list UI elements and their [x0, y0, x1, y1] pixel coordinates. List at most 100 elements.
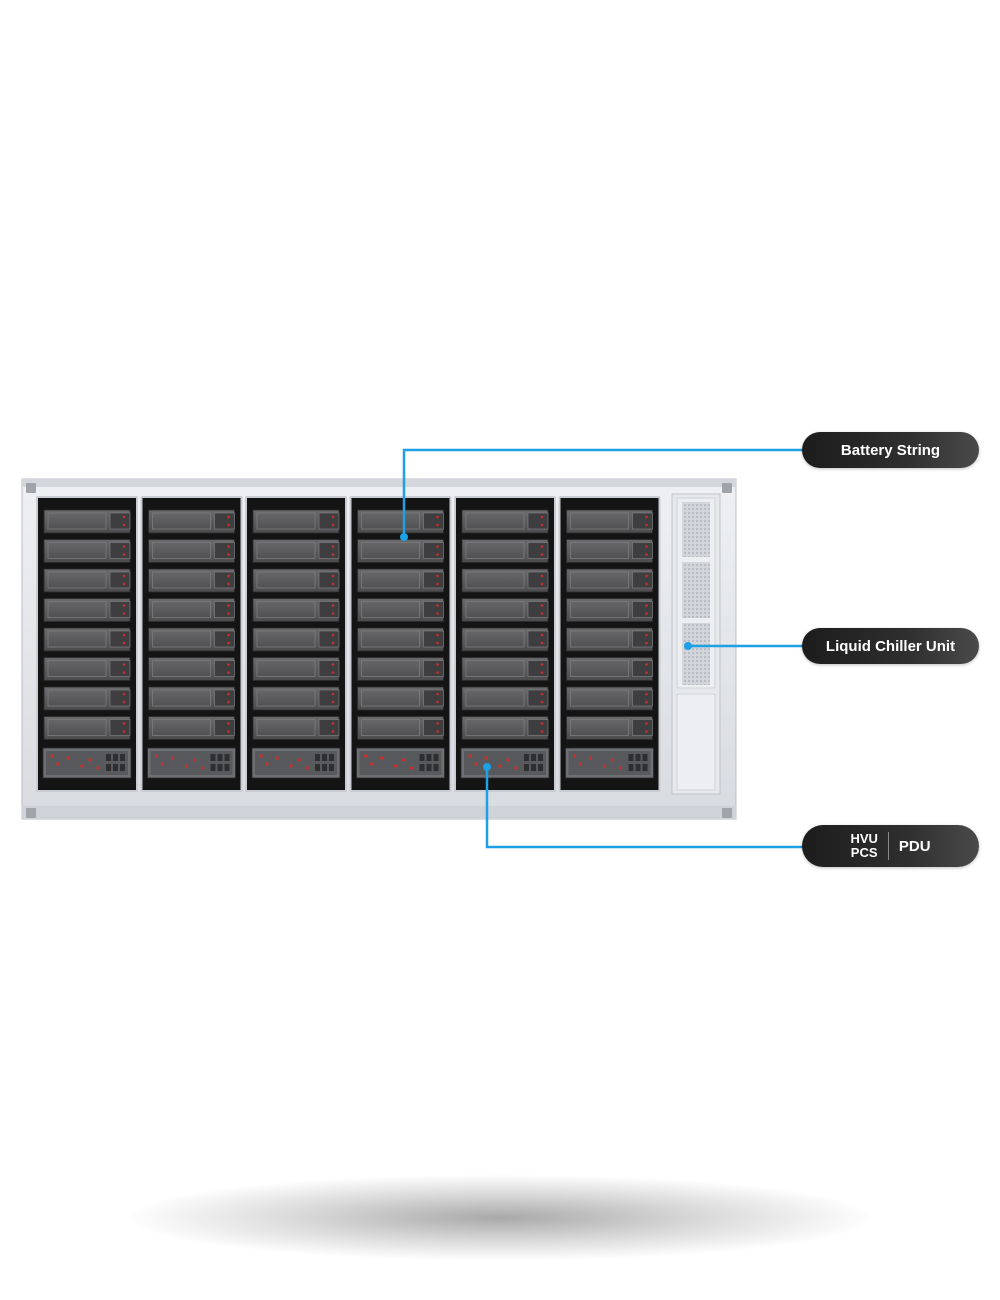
pdu-dot [483, 763, 491, 771]
module-panel [152, 630, 211, 648]
module-panel [152, 719, 211, 736]
battery-module [357, 598, 444, 622]
pdu-terminal [578, 762, 583, 766]
pdu-terminal [170, 756, 175, 760]
module-connector [423, 660, 444, 677]
module-panel [256, 719, 316, 736]
pdu-terminal [498, 764, 502, 768]
pdu-breaker [224, 754, 230, 761]
pdu-unit [147, 747, 236, 779]
module-terminal [645, 641, 648, 645]
pdu-breaker [224, 764, 230, 771]
module-panel [361, 630, 420, 648]
battery-module [43, 716, 131, 740]
module-terminal [227, 692, 230, 696]
pdu-terminal [393, 764, 398, 768]
pdu-terminal [305, 766, 309, 770]
battery-module [357, 716, 444, 740]
module-connector [214, 601, 235, 618]
pdu-callout: HVU PCS PDU [802, 825, 979, 867]
battery-string-dot [400, 533, 408, 541]
hvu-label: HVU [850, 831, 878, 846]
module-terminal [331, 671, 335, 674]
module-panel [570, 571, 629, 589]
battery-module [461, 716, 549, 740]
pdu-breaker [120, 754, 125, 761]
module-terminal [645, 692, 648, 696]
module-connector [632, 630, 653, 648]
module-connector [423, 542, 444, 559]
module-panel [465, 689, 525, 707]
module-connector [423, 719, 444, 736]
module-connector [423, 601, 444, 618]
pdu-breaker [217, 764, 223, 771]
module-terminal [436, 692, 439, 696]
module-panel [465, 719, 525, 736]
battery-module [461, 598, 549, 622]
battery-module [252, 509, 340, 534]
module-terminal [540, 604, 544, 607]
module-terminal [227, 545, 230, 548]
pdu-unit [356, 747, 445, 779]
module-terminal [540, 730, 544, 733]
battery-module [252, 627, 340, 652]
module-terminal [122, 700, 126, 704]
battery-module [148, 509, 235, 534]
module-terminal [645, 730, 648, 733]
module-terminal [540, 582, 544, 586]
module-panel [47, 719, 107, 736]
module-panel [465, 601, 525, 618]
module-terminal [645, 553, 648, 556]
module-terminal [436, 515, 439, 519]
module-terminal [436, 545, 439, 548]
container-bottom-rail [22, 806, 736, 819]
pdu-breaker [524, 754, 529, 761]
pdu-terminal [602, 764, 607, 768]
module-terminal [122, 553, 126, 556]
pdu-breaker [524, 764, 529, 771]
module-connector [109, 630, 131, 648]
module-terminal [331, 700, 335, 704]
battery-module [148, 716, 235, 740]
battery-rack [245, 496, 347, 792]
battery-module [252, 657, 340, 681]
module-terminal [645, 663, 648, 666]
module-connector [214, 630, 235, 648]
module-panel [152, 571, 211, 589]
module-connector [214, 512, 235, 530]
module-terminal [540, 553, 544, 556]
corner-casting [26, 808, 36, 818]
module-terminal [227, 671, 230, 674]
battery-module [357, 539, 444, 563]
module-terminal [227, 612, 230, 615]
pdu-terminal [474, 762, 478, 766]
module-connector [214, 571, 235, 589]
module-panel [361, 689, 420, 707]
module-panel [361, 601, 420, 618]
battery-module [566, 716, 653, 740]
module-terminal [645, 545, 648, 548]
module-terminal [540, 692, 544, 696]
module-terminal [227, 633, 230, 637]
pdu-breaker [210, 764, 216, 771]
pdu-terminal [514, 766, 518, 770]
pdu-terminal [184, 764, 189, 768]
chiller-lower-door [676, 693, 716, 791]
module-terminal [436, 671, 439, 674]
module-terminal [227, 574, 230, 578]
module-terminal [540, 612, 544, 615]
pdu-breaker [210, 754, 216, 761]
module-terminal [645, 515, 648, 519]
module-connector [109, 571, 131, 589]
module-terminal [436, 663, 439, 666]
module-terminal [436, 604, 439, 607]
pdu-breaker [531, 764, 536, 771]
module-panel [152, 689, 211, 707]
module-panel [256, 660, 316, 677]
pdu-breaker [120, 764, 125, 771]
module-connector [318, 719, 340, 736]
module-panel [570, 542, 629, 559]
battery-string-line [402, 448, 812, 537]
pdu-terminal [409, 766, 414, 770]
